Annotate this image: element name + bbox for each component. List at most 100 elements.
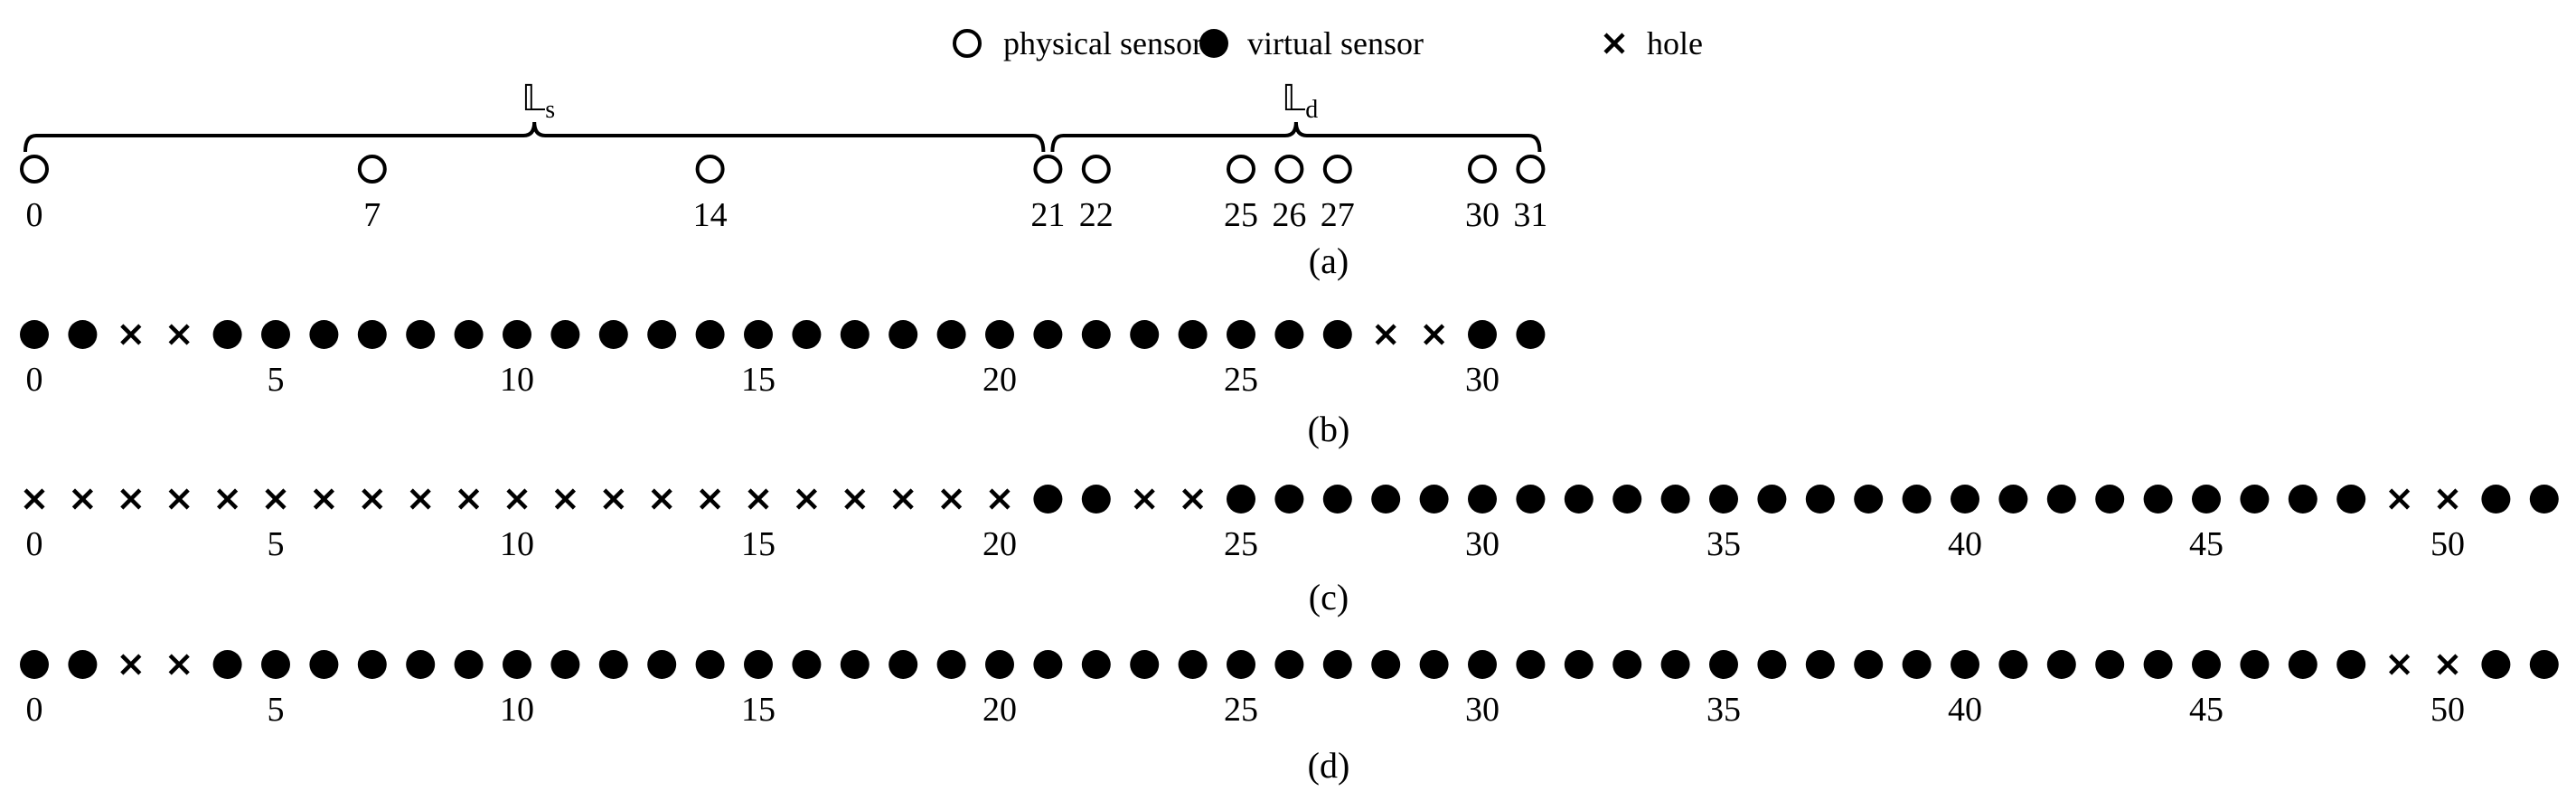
array-c-hole-13-stroke-2 bbox=[651, 488, 672, 510]
array-b-virtual-sensor-19 bbox=[936, 320, 966, 349]
array-d-virtual-sensor-21 bbox=[1033, 650, 1063, 679]
array-c-hole-8-stroke-2 bbox=[409, 488, 431, 510]
legend-hole-label: hole bbox=[1647, 25, 1703, 61]
array-b-virtual-sensor-23 bbox=[1130, 320, 1160, 349]
array-a-physical-sensor-14 bbox=[695, 155, 725, 184]
array-c-hole-5 bbox=[265, 488, 287, 510]
array-c-tick-label-40: 40 bbox=[1948, 525, 1982, 563]
array-d-virtual-sensor-4 bbox=[212, 650, 242, 679]
array-c-hole-2-stroke-2 bbox=[120, 488, 142, 510]
array-b-virtual-sensor-14 bbox=[695, 320, 725, 349]
array-c-hole-3 bbox=[168, 488, 190, 510]
array-c-hole-23 bbox=[1133, 488, 1155, 510]
array-c-hole-0-stroke-2 bbox=[24, 488, 45, 510]
array-b-virtual-sensor-12 bbox=[598, 320, 628, 349]
array-c-tick-label-30: 30 bbox=[1465, 525, 1500, 563]
array-c-hole-24-stroke-2 bbox=[1182, 488, 1204, 510]
array-c-virtual-sensor-42 bbox=[2046, 485, 2076, 514]
array-c-virtual-sensor-27 bbox=[1322, 485, 1352, 514]
caption-b: (b) bbox=[1308, 409, 1350, 449]
array-c-virtual-sensor-39 bbox=[1902, 485, 1932, 514]
array-c-hole-20 bbox=[989, 488, 1011, 510]
array-c-hole-3-stroke-2 bbox=[168, 488, 190, 510]
array-d-virtual-sensor-29 bbox=[1419, 650, 1449, 679]
array-d-virtual-sensor-45 bbox=[2192, 650, 2221, 679]
array-b-virtual-sensor-5 bbox=[261, 320, 290, 349]
brace-ld-sub: d bbox=[1305, 96, 1318, 124]
array-a-tick-label-31: 31 bbox=[1513, 196, 1547, 234]
array-c-tick-label-10: 10 bbox=[500, 525, 534, 563]
array-d-virtual-sensor-38 bbox=[1854, 650, 1884, 679]
array-c-virtual-sensor-43 bbox=[2095, 485, 2125, 514]
array-b-hole-29 bbox=[1424, 324, 1445, 345]
array-b-tick-label-5: 5 bbox=[268, 361, 285, 399]
legend-physical-sensor-marker bbox=[953, 29, 982, 58]
array-d-tick-label-10: 10 bbox=[500, 691, 534, 729]
array-c-hole-19-stroke-2 bbox=[941, 488, 963, 510]
array-c-hole-14 bbox=[700, 488, 721, 510]
array-c-hole-20-stroke-2 bbox=[989, 488, 1011, 510]
array-d-virtual-sensor-44 bbox=[2143, 650, 2173, 679]
array-c-virtual-sensor-33 bbox=[1612, 485, 1642, 514]
array-a-physical-sensor-30 bbox=[1468, 155, 1497, 184]
legend-virtual-sensor-marker bbox=[1199, 29, 1228, 58]
array-d-virtual-sensor-43 bbox=[2095, 650, 2125, 679]
array-c-virtual-sensor-21 bbox=[1033, 485, 1063, 514]
array-c-virtual-sensor-38 bbox=[1854, 485, 1884, 514]
array-c-tick-label-5: 5 bbox=[268, 525, 285, 563]
array-d-virtual-sensor-33 bbox=[1612, 650, 1642, 679]
array-d-virtual-sensor-18 bbox=[888, 650, 918, 679]
array-a-tick-label-27: 27 bbox=[1321, 196, 1355, 234]
array-d-virtual-sensor-20 bbox=[985, 650, 1014, 679]
caption-a: (a) bbox=[1309, 240, 1349, 281]
array-b-virtual-sensor-20 bbox=[985, 320, 1014, 349]
brace-ld-label: 𝕃d bbox=[1282, 78, 1318, 124]
array-b-virtual-sensor-22 bbox=[1081, 320, 1111, 349]
array-d-virtual-sensor-32 bbox=[1564, 650, 1594, 679]
array-c-hole-15-stroke-2 bbox=[747, 488, 769, 510]
array-d-virtual-sensor-52 bbox=[2529, 650, 2559, 679]
array-c-virtual-sensor-26 bbox=[1274, 485, 1304, 514]
array-d-virtual-sensor-15 bbox=[744, 650, 773, 679]
array-b-virtual-sensor-18 bbox=[888, 320, 918, 349]
array-c-hole-49-stroke-2 bbox=[2389, 488, 2411, 510]
array-c-virtual-sensor-32 bbox=[1564, 485, 1594, 514]
svg-text:𝕃d: 𝕃d bbox=[1282, 78, 1318, 124]
array-c-hole-7 bbox=[362, 488, 383, 510]
array-b-virtual-sensor-15 bbox=[744, 320, 773, 349]
array-c-hole-15 bbox=[747, 488, 769, 510]
array-c-virtual-sensor-51 bbox=[2481, 485, 2511, 514]
array-c-tick-label-25: 25 bbox=[1224, 525, 1258, 563]
array-b-tick-label-0: 0 bbox=[26, 361, 43, 399]
array-a-physical-sensor-22 bbox=[1081, 155, 1111, 184]
array-c-virtual-sensor-47 bbox=[2288, 485, 2317, 514]
array-d-hole-50-stroke-2 bbox=[2437, 654, 2458, 675]
array-d-hole-50 bbox=[2437, 654, 2458, 675]
array-c-hole-50 bbox=[2437, 488, 2458, 510]
array-c-hole-11 bbox=[554, 488, 576, 510]
array-b-hole-2 bbox=[120, 324, 142, 345]
array-c-virtual-sensor-45 bbox=[2192, 485, 2221, 514]
array-c-virtual-sensor-34 bbox=[1660, 485, 1690, 514]
array-b-virtual-sensor-13 bbox=[647, 320, 677, 349]
array-d-virtual-sensor-16 bbox=[792, 650, 822, 679]
array-c-hole-8 bbox=[409, 488, 431, 510]
array-c-tick-label-50: 50 bbox=[2430, 525, 2465, 563]
array-b-tick-label-20: 20 bbox=[982, 361, 1017, 399]
array-b-virtual-sensor-27 bbox=[1322, 320, 1352, 349]
array-c-hole-9-stroke-2 bbox=[458, 488, 480, 510]
brace-ld-main: 𝕃 bbox=[1282, 78, 1305, 118]
brace-ls bbox=[24, 121, 1046, 153]
array-d-tick-label-20: 20 bbox=[982, 691, 1017, 729]
array-b-tick-label-10: 10 bbox=[500, 361, 534, 399]
array-d-virtual-sensor-9 bbox=[454, 650, 484, 679]
array-a-physical-sensor-21 bbox=[1033, 155, 1063, 184]
array-d-virtual-sensor-0 bbox=[20, 650, 49, 679]
array-c-virtual-sensor-22 bbox=[1081, 485, 1111, 514]
array-b-hole-2-stroke-2 bbox=[120, 324, 142, 345]
array-a-physical-sensor-0 bbox=[20, 155, 49, 184]
array-d-tick-label-30: 30 bbox=[1465, 691, 1500, 729]
array-d-virtual-sensor-31 bbox=[1516, 650, 1546, 679]
array-b-tick-label-25: 25 bbox=[1224, 361, 1258, 399]
